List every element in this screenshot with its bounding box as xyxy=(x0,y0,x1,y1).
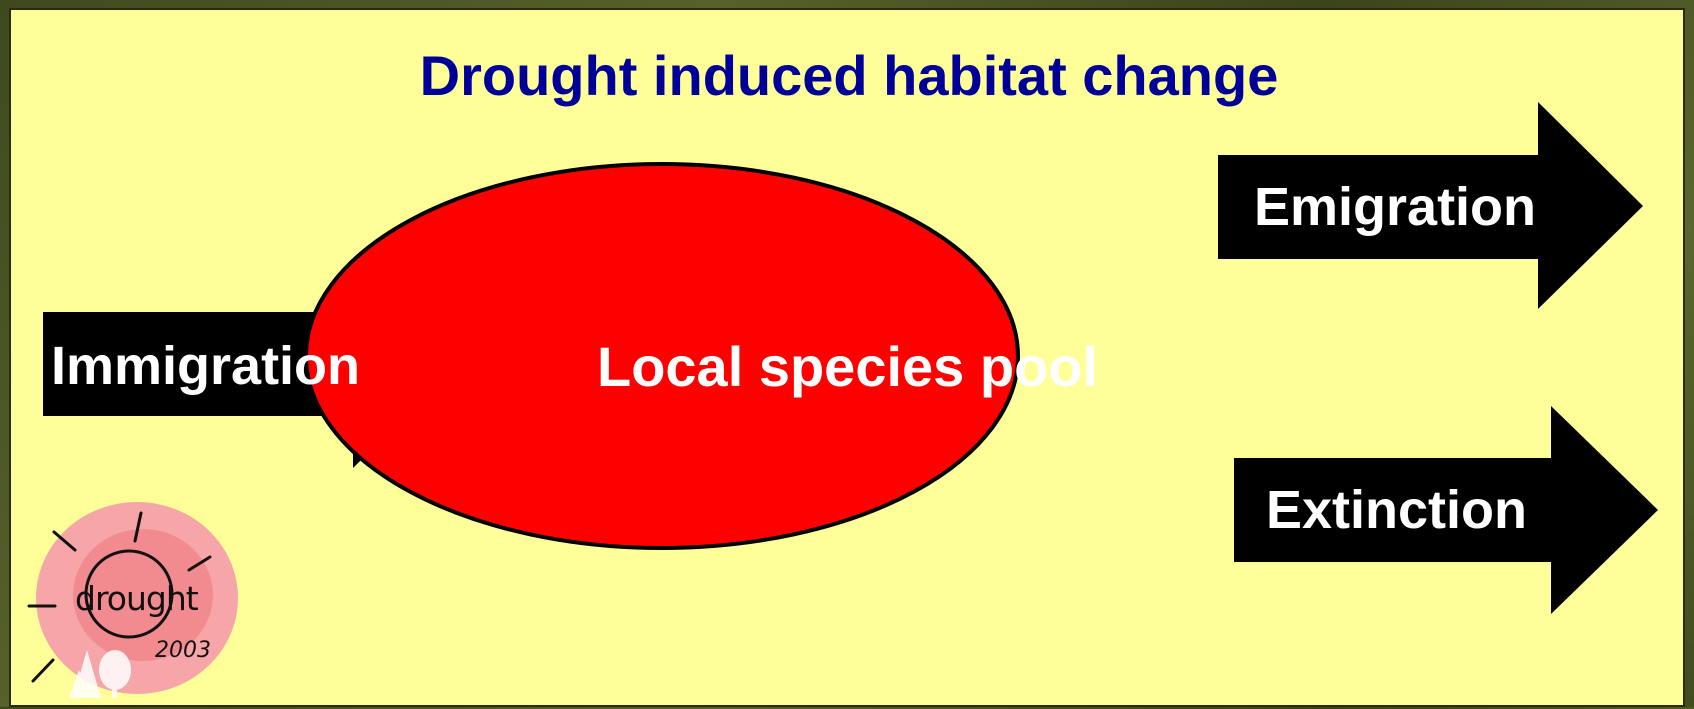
slide-panel: Drought induced habitat change xyxy=(9,8,1685,707)
extinction-label: Extinction xyxy=(1266,483,1527,537)
species-pool-label: Local species pool xyxy=(597,339,1098,395)
logo-year: 2003 xyxy=(155,638,211,663)
immigration-label: Immigration xyxy=(51,339,360,393)
emigration-label: Emigration xyxy=(1254,180,1536,234)
logo-word: drought xyxy=(75,579,198,618)
